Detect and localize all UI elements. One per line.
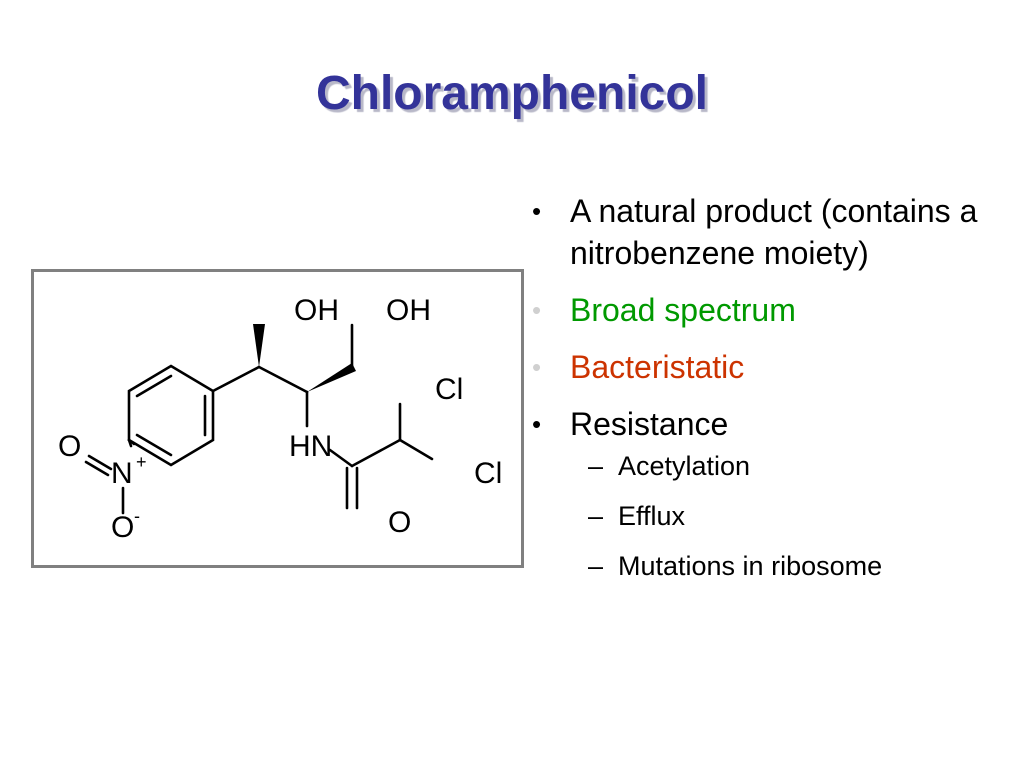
bullet-text: A natural product (contains a nitrobenze… bbox=[570, 193, 978, 271]
nitro-plus-charge: + bbox=[136, 452, 147, 472]
atom-carbonyl-oxygen: O bbox=[388, 506, 411, 539]
atom-oh-left: OH bbox=[294, 294, 339, 327]
atom-oh-right: OH bbox=[386, 294, 431, 327]
ring-double-bond bbox=[135, 374, 173, 398]
ring-double-bond bbox=[135, 433, 173, 457]
bullet-text: Broad spectrum bbox=[570, 292, 796, 328]
bond-n-o-double-1 bbox=[87, 454, 113, 471]
resistance-sub-list: – Acetylation – Efflux – Mutations in ri… bbox=[570, 449, 1012, 583]
bond-n-o-double-2 bbox=[84, 460, 110, 477]
atom-cl-right: Cl bbox=[474, 457, 502, 490]
bullet-bacteristatic: • Bacteristatic bbox=[532, 346, 1012, 388]
bullet-list: • A natural product (contains a nitroben… bbox=[532, 190, 1012, 599]
bullet-resistance: • Resistance – Acetylation – Efflux – Mu… bbox=[532, 403, 1012, 583]
wedge-bond-c2-c3 bbox=[307, 363, 356, 392]
sub-bullet-text: Efflux bbox=[618, 501, 686, 531]
atom-nitro-oxygen-top: O bbox=[58, 430, 81, 463]
bond-c1-c2 bbox=[257, 365, 309, 394]
atom-nitro-nitrogen: N bbox=[111, 457, 133, 490]
sub-bullet-marker: – bbox=[588, 451, 604, 481]
slide-title: Chloramphenicol bbox=[315, 67, 709, 120]
bullet-marker: • bbox=[532, 196, 542, 226]
bullet-text: Resistance bbox=[570, 406, 729, 442]
bond-ring-c1 bbox=[211, 365, 261, 393]
bullet-broad-spectrum: • Broad spectrum bbox=[532, 289, 1012, 331]
atom-hn: HN bbox=[289, 430, 332, 463]
bullet-text: Bacteristatic bbox=[570, 349, 745, 385]
sub-bullet-marker: – bbox=[588, 501, 604, 531]
bond-ring-nitrogen bbox=[127, 438, 136, 446]
sub-bullet-text: Mutations in ribosome bbox=[618, 551, 883, 581]
atom-cl-top: Cl bbox=[435, 373, 463, 406]
bullet-marker: • bbox=[532, 352, 542, 382]
sub-bullet-acetylation: – Acetylation bbox=[574, 449, 1012, 483]
bullet-marker: • bbox=[532, 295, 542, 325]
atom-nitro-oxygen-bottom: O bbox=[111, 511, 134, 544]
wedge-bond-oh bbox=[253, 324, 265, 367]
chloramphenicol-structure: OH OH Cl Cl HN O O N + O - bbox=[58, 294, 502, 544]
sub-bullet-text: Acetylation bbox=[618, 451, 751, 481]
nitro-minus-charge: - bbox=[134, 506, 140, 526]
bullet-natural-product: • A natural product (contains a nitroben… bbox=[532, 190, 1012, 274]
bond-co-chcl2 bbox=[350, 438, 402, 468]
sub-bullet-efflux: – Efflux bbox=[574, 499, 1012, 533]
sub-bullet-mutations: – Mutations in ribosome bbox=[574, 549, 1012, 583]
bullet-marker: • bbox=[532, 409, 542, 439]
bond-nh-co bbox=[328, 448, 354, 468]
chemical-structure-frame: OH OH Cl Cl HN O O N + O - bbox=[31, 269, 524, 568]
bond-chcl2-cl-right bbox=[398, 438, 434, 461]
benzene-ring bbox=[127, 364, 215, 467]
sub-bullet-marker: – bbox=[588, 551, 604, 581]
